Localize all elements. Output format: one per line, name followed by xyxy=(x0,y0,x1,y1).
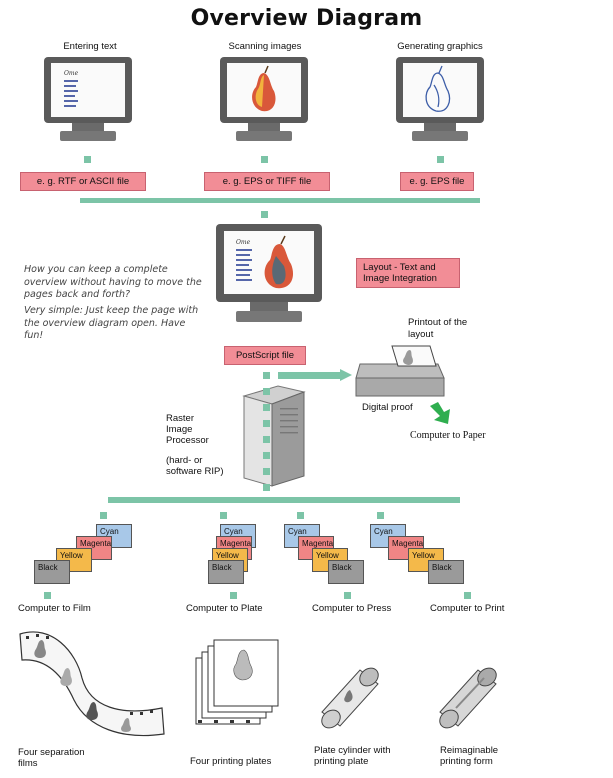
separation-group-press: Cyan Magenta Yellow Black xyxy=(280,524,370,586)
merge-bar xyxy=(80,198,480,203)
connector xyxy=(44,592,51,599)
connector xyxy=(100,512,107,519)
result-reimaginable-form: Reimaginable printing form xyxy=(440,745,499,767)
separation-group-plate: Cyan Magenta Yellow Black xyxy=(204,524,274,586)
connector xyxy=(261,211,268,218)
layout-label: Layout - Text and Image Integration xyxy=(356,258,460,288)
cylinder-icon xyxy=(321,667,379,729)
pear-icon xyxy=(264,235,294,289)
output-computer-to-film: Computer to Film xyxy=(18,603,91,614)
page-title: Overview Diagram xyxy=(190,6,423,31)
monitor-icon-graphics xyxy=(396,57,484,141)
digital-proof-label: Digital proof xyxy=(362,402,413,413)
output-computer-to-press: Computer to Press xyxy=(312,603,392,614)
file-box-eps-tiff: e. g. EPS or TIFF file xyxy=(204,172,330,191)
output-computer-to-print: Computer to Print xyxy=(430,603,505,614)
file-box-postscript: PostScript file xyxy=(224,346,306,365)
connector xyxy=(220,512,227,519)
result-printing-plates: Four printing plates xyxy=(190,756,272,767)
file-box-eps: e. g. EPS file xyxy=(400,172,474,191)
label-generating-graphics: Generating graphics xyxy=(397,41,483,52)
separation-group-print: Cyan Magenta Yellow Black xyxy=(366,524,476,586)
label-entering-text: Entering text xyxy=(63,41,117,52)
connector xyxy=(263,436,270,443)
connector xyxy=(84,156,91,163)
connector xyxy=(263,484,270,491)
connector xyxy=(261,156,268,163)
black-plate: Black xyxy=(34,560,70,584)
rip-label-2: Image xyxy=(166,424,193,435)
connector xyxy=(377,512,384,519)
connector xyxy=(263,420,270,427)
screen-label: Ome xyxy=(64,70,79,77)
label-scanning-images: Scanning images xyxy=(228,41,302,52)
result-separation-films: Four separation films xyxy=(18,747,85,769)
film-strip-icon xyxy=(19,631,165,737)
computer-to-paper-label: Computer to Paper xyxy=(410,430,486,441)
cylinder-icon-reimaginable xyxy=(439,667,497,729)
connector xyxy=(263,468,270,475)
separation-group-film: Cyan Magenta Yellow Black xyxy=(28,524,138,586)
rip-server-icon xyxy=(242,385,306,487)
printout-label: Printout of the layout xyxy=(408,317,468,340)
svg-text:Ome: Ome xyxy=(236,239,251,246)
connector xyxy=(263,372,270,379)
arrow-icon xyxy=(340,369,352,381)
file-box-rtf-ascii: e. g. RTF or ASCII file xyxy=(20,172,146,191)
rip-label-1: Raster xyxy=(166,413,194,424)
black-plate: Black xyxy=(328,560,364,584)
connector xyxy=(297,512,304,519)
connector xyxy=(263,404,270,411)
pear-icon xyxy=(252,65,276,112)
connector xyxy=(437,156,444,163)
connector xyxy=(263,388,270,395)
connector xyxy=(464,592,471,599)
output-computer-to-plate: Computer to Plate xyxy=(186,603,263,614)
connector xyxy=(344,592,351,599)
pear-outline-icon xyxy=(425,65,451,112)
arrow-icon-green xyxy=(430,402,450,424)
monitor-icon-layout: Ome xyxy=(216,224,322,322)
result-plate-cylinder: Plate cylinder with printing plate xyxy=(314,745,391,767)
monitor-icon-text: Ome xyxy=(44,57,132,141)
connector xyxy=(230,592,237,599)
black-plate: Black xyxy=(208,560,244,584)
printer-icon xyxy=(355,345,445,397)
split-bar xyxy=(108,497,460,503)
connector xyxy=(263,452,270,459)
black-plate: Black xyxy=(428,560,464,584)
plate-stack-icon xyxy=(195,639,279,725)
rip-note: (hard- or software RIP) xyxy=(166,455,224,477)
rip-label-3: Processor xyxy=(166,435,209,446)
monitor-icon-scan xyxy=(220,57,308,141)
tip-answer: Very simple: Just keep the page with the… xyxy=(24,305,199,341)
tip-question: How you can keep a complete overview wit… xyxy=(24,264,202,300)
connector-to-printer xyxy=(278,372,344,379)
